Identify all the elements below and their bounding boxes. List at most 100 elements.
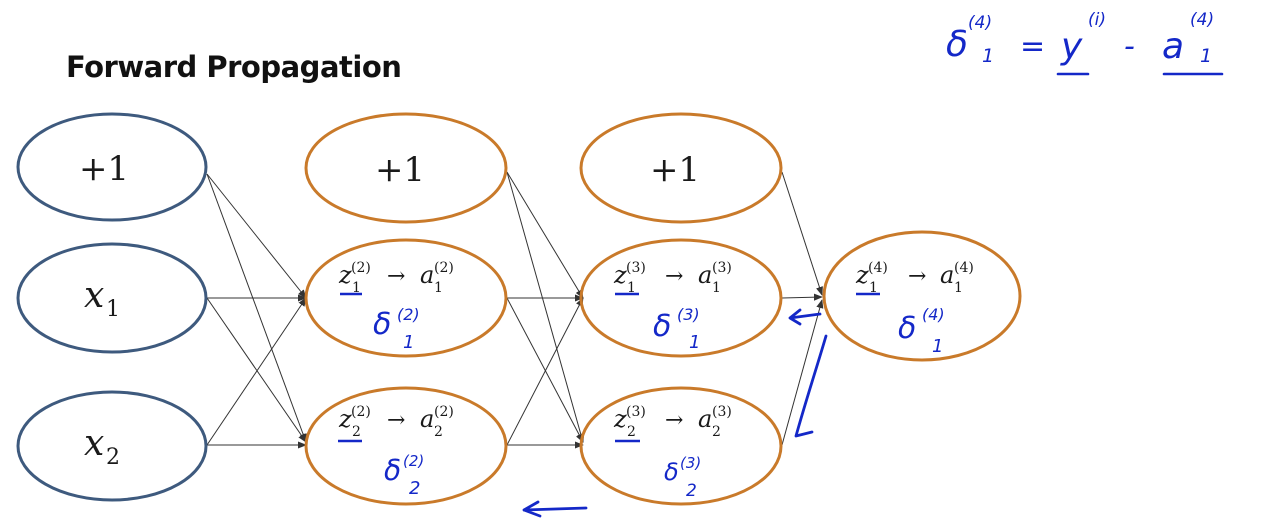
node-x1: x 1 [16,242,208,354]
z-superscript: (2) [351,404,371,420]
formula-a-subscript: 1 [1200,45,1212,67]
edges-layer2-to-layer3 [506,171,585,449]
z-superscript: (4) [868,260,888,276]
a-subscript: 1 [712,280,721,296]
a-superscript: (3) [712,260,732,276]
node-layer2-unit1: z (2) 1 → a (2) 1 δ (2) 1 [304,238,508,358]
z-superscript: (3) [626,404,646,420]
a-superscript: (3) [712,404,732,420]
layer-4: z (4) 1 → a (4) 1 δ (4) 1 [822,230,1022,362]
z-subscript: 2 [627,424,636,440]
formula-y: y [1060,26,1083,67]
node-layer4-unit1: z (4) 1 → a (4) 1 δ (4) 1 [822,230,1022,362]
bias-label: +1 [79,149,129,189]
edge [506,297,584,443]
delta-subscript-ink: 1 [932,336,943,357]
a-label: a [940,261,954,289]
edges-layer1-to-layer2 [206,173,307,449]
formula-a: a [1162,26,1184,67]
formula-delta-superscript: (4) [968,13,992,33]
node-x1-base: x [84,275,104,316]
delta-superscript-ink: (2) [397,305,420,324]
edge [506,297,584,446]
node-layer2-unit2: z (2) 2 → a (2) 2 δ (2) 2 [304,386,508,506]
z-subscript: 1 [352,280,361,296]
z-label: z [338,405,352,433]
a-subscript: 2 [434,424,443,440]
delta-superscript-ink: (3) [677,305,700,324]
z-superscript: (3) [626,260,646,276]
delta-ink: δ [373,307,391,342]
delta-subscript-ink: 1 [403,332,414,353]
formula-delta: δ [946,24,968,65]
arrow-symbol: → [908,264,926,289]
a-subscript: 1 [434,280,443,296]
edge [206,173,307,443]
a-superscript: (2) [434,260,454,276]
layer-2: +1 z (2) 1 → a (2) 1 δ (2) 1 z (2) 2 [304,112,508,506]
z-subscript: 1 [869,280,878,296]
bias-label: +1 [650,150,700,190]
a-label: a [420,405,434,433]
delta-subscript-ink: 1 [689,332,700,353]
slide-title: Forward Propagation [66,50,402,84]
formula-y-superscript: (i) [1088,10,1106,30]
arrow-symbol: → [387,408,405,433]
node-x2-base: x [84,423,104,464]
formula-delta-subscript: 1 [982,45,994,67]
delta-superscript-ink: (2) [403,452,424,470]
node-x2-sub: 2 [106,445,120,470]
bias-label: +1 [375,150,425,190]
node-layer3-unit1: z (3) 1 → a (3) 1 δ (3) 1 [579,238,783,358]
layer-1: +1 x 1 x 2 [16,112,208,502]
a-superscript: (2) [434,404,454,420]
z-subscript: 2 [352,424,361,440]
formula-a-superscript: (4) [1190,10,1214,30]
delta-ink: δ [653,309,671,344]
edge [506,171,584,299]
a-subscript: 2 [712,424,721,440]
edge [206,297,307,446]
delta-ink: δ [898,311,916,346]
delta-superscript-ink: (4) [922,305,945,324]
formula-minus: - [1124,29,1135,64]
node-layer3-unit2: z (3) 2 → a (3) 2 δ (3) 2 [579,386,783,506]
node-bias-layer3: +1 [579,112,783,224]
z-label: z [338,261,352,289]
delta-subscript-ink: 2 [686,481,697,501]
a-superscript: (4) [954,260,974,276]
z-label: z [613,405,627,433]
delta-ink: δ [384,454,401,487]
arrow-symbol: → [665,408,683,433]
formula-equals: = [1020,29,1045,64]
a-label: a [698,405,712,433]
backprop-ink-arrows [522,308,828,518]
edge [506,171,585,443]
edge [781,299,824,446]
z-label: z [855,261,869,289]
z-label: z [613,261,627,289]
z-superscript: (2) [351,260,371,276]
delta-superscript-ink: (3) [680,454,701,472]
layer-3: +1 z (3) 1 → a (3) 1 δ (3) 1 z (3) 2 [579,112,783,506]
edge [781,171,823,296]
node-bias-layer1: +1 [16,112,208,222]
edge [781,293,823,301]
node-bias-layer2: +1 [304,112,508,224]
ink-arrow-down [794,334,828,438]
a-label: a [420,261,434,289]
a-subscript: 1 [954,280,963,296]
edges-layer3-to-layer4 [781,171,824,446]
arrow-symbol: → [387,264,405,289]
ink-arrow-bottom [522,500,588,518]
node-x1-sub: 1 [106,297,120,322]
output-error-formula: δ (4) 1 = y (i) - a (4) 1 [946,10,1224,76]
a-label: a [698,261,712,289]
ink-arrow-left [788,308,822,326]
edge [206,173,307,299]
edge [206,297,307,443]
arrow-symbol: → [665,264,683,289]
delta-ink: δ [664,458,679,486]
